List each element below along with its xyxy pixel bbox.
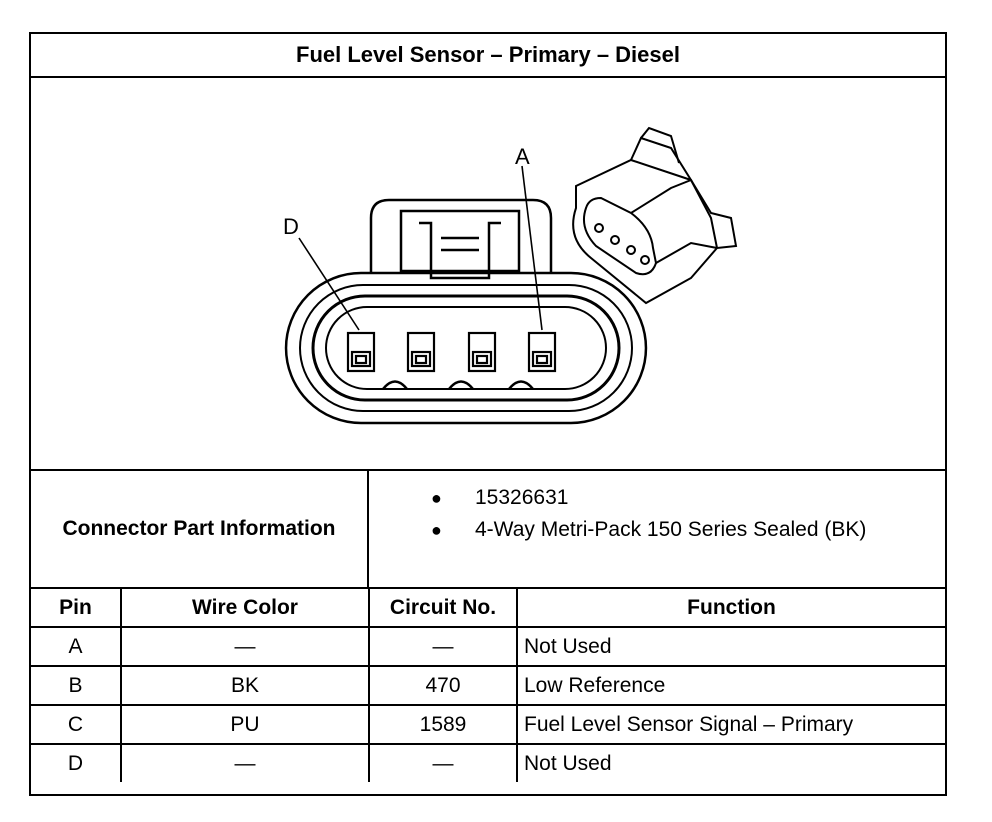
pin-label-d: D xyxy=(283,214,299,239)
leader-line-a xyxy=(521,165,543,331)
cell-circuit: 470 xyxy=(368,665,518,706)
connector-lock-tab xyxy=(399,209,521,273)
leader-line-d xyxy=(298,237,360,331)
pinout-table-frame: Fuel Level Sensor – Primary – Diesel xyxy=(29,32,947,796)
connector-key xyxy=(448,380,474,390)
cell-pin: A xyxy=(31,626,122,667)
connector-figure: D A xyxy=(31,78,945,471)
pinout-table: Pin Wire Color Circuit No. Function A — … xyxy=(31,589,945,782)
terminal-cavity-a xyxy=(527,331,557,373)
pin-label-a: A xyxy=(515,144,530,169)
cell-wire-color: — xyxy=(120,743,370,782)
connector-lock-latch xyxy=(419,221,501,280)
table-header-row: Pin Wire Color Circuit No. Function xyxy=(31,589,945,628)
list-item: ● 4-Way Metri-Pack 150 Series Sealed (BK… xyxy=(369,515,945,545)
terminal-cavity-d xyxy=(346,331,376,373)
connector-part-info-row: Connector Part Information ● 15326631 ● … xyxy=(31,471,945,589)
cell-circuit: 1589 xyxy=(368,704,518,745)
header-wire-color: Wire Color xyxy=(120,589,370,628)
cell-circuit: — xyxy=(368,626,518,667)
cell-pin: B xyxy=(31,665,122,706)
cell-circuit: — xyxy=(368,743,518,782)
table-title: Fuel Level Sensor – Primary – Diesel xyxy=(31,34,945,78)
cell-pin: C xyxy=(31,704,122,745)
cell-function: Fuel Level Sensor Signal – Primary xyxy=(516,704,945,745)
connector-part-info-list: ● 15326631 ● 4-Way Metri-Pack 150 Series… xyxy=(369,471,945,587)
cell-function: Not Used xyxy=(516,626,945,667)
header-circuit-no: Circuit No. xyxy=(368,589,518,628)
cell-function: Not Used xyxy=(516,743,945,782)
bullet-icon: ● xyxy=(431,519,442,540)
connector-shell-inner xyxy=(299,284,633,412)
cell-wire-color: — xyxy=(120,626,370,667)
connector-description: 4-Way Metri-Pack 150 Series Sealed (BK) xyxy=(475,518,867,541)
bullet-icon: ● xyxy=(431,487,442,508)
connector-key xyxy=(508,380,534,390)
connector-face-drawing: D A xyxy=(283,126,738,425)
terminal-cavity-c xyxy=(406,331,436,373)
connector-lock-housing xyxy=(369,198,553,274)
terminal-cavity-b xyxy=(467,331,497,373)
connector-key xyxy=(382,380,408,390)
cell-wire-color: BK xyxy=(120,665,370,706)
table-row: C PU 1589 Fuel Level Sensor Signal – Pri… xyxy=(31,704,945,745)
cell-function: Low Reference xyxy=(516,665,945,706)
connector-3d-view xyxy=(572,126,738,305)
header-pin: Pin xyxy=(31,589,122,628)
part-number: 15326631 xyxy=(475,486,569,509)
table-row: D — — Not Used xyxy=(31,743,945,782)
cell-pin: D xyxy=(31,743,122,782)
list-item: ● 15326631 xyxy=(369,483,945,513)
table-row: A — — Not Used xyxy=(31,626,945,667)
cell-wire-color: PU xyxy=(120,704,370,745)
table-row: B BK 470 Low Reference xyxy=(31,665,945,706)
connector-shell-outer xyxy=(284,271,648,425)
header-function: Function xyxy=(516,589,945,628)
connector-part-info-label: Connector Part Information xyxy=(31,471,369,587)
